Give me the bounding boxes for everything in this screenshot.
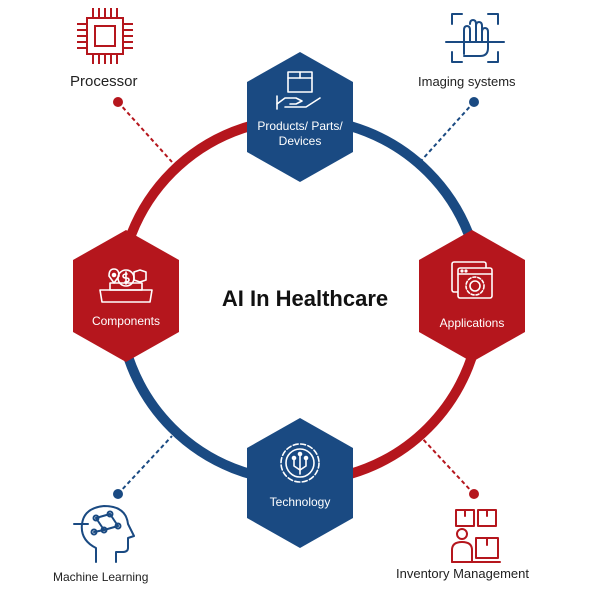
hand-box-icon: [276, 71, 321, 110]
hex-top-label: Products/ Parts/ Devices: [257, 119, 343, 148]
hexagon-top: [247, 52, 353, 182]
connector-dot-top-right: [469, 97, 479, 107]
app-window-gear-icon: [451, 261, 493, 299]
head-network-icon: [73, 505, 135, 563]
connector-bottom-left: [117, 435, 173, 495]
cpu-chip-icon: [77, 8, 133, 64]
inventory-management-label: Inventory Management: [396, 566, 529, 581]
connector-top-right: [419, 101, 475, 163]
worker-boxes-icon: [451, 509, 501, 563]
center-title: AI In Healthcare: [221, 286, 389, 311]
processor-label: Processor: [70, 73, 138, 90]
connector-dot-top-left: [113, 97, 123, 107]
hexagon-left: [73, 230, 179, 362]
hex-right-label: Applications: [439, 316, 505, 330]
connector-dot-bottom-right: [469, 489, 479, 499]
imaging-systems-label: Imaging systems: [418, 74, 516, 89]
dollar-location-pack-icon: [99, 268, 153, 303]
hexagon-bottom: [247, 418, 353, 548]
hand-scan-icon: [445, 13, 505, 63]
connector-bottom-right: [419, 435, 475, 495]
hex-left-label: Components: [91, 314, 161, 328]
connector-dot-bottom-left: [113, 489, 123, 499]
hex-bottom-label: Technology: [269, 495, 331, 509]
machine-learning-label: Machine Learning: [53, 570, 149, 584]
gear-circuit-icon: [280, 443, 320, 483]
connector-top-left: [117, 101, 173, 163]
